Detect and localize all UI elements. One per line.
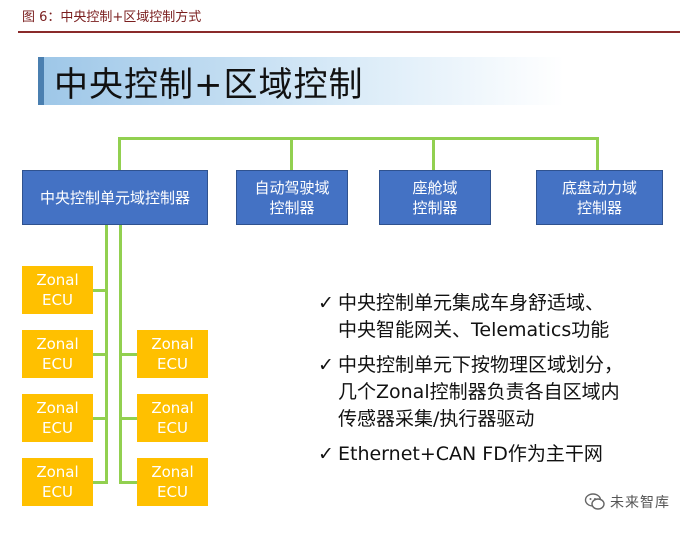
central-domain-controller: 中央控制单元域控制器 <box>22 170 208 225</box>
zonal-ecu: Zonal ECU <box>137 394 208 442</box>
zonal-ecu: Zonal ECU <box>22 330 93 378</box>
zonal-ecu: Zonal ECU <box>137 330 208 378</box>
connector-drop-adas <box>290 137 293 170</box>
connector-ecu-left-1 <box>93 289 108 292</box>
title-banner: 中央控制+区域控制 <box>38 57 564 105</box>
cockpit-domain-controller-label: 座舱域 控制器 <box>412 178 458 217</box>
zonal-ecu-label: Zonal ECU <box>151 399 194 437</box>
checkmark-icon: ✓ <box>318 292 334 314</box>
connector-ecu-left-2 <box>93 353 108 356</box>
chassis-powertrain-domain-controller: 底盘动力域 控制器 <box>536 170 663 225</box>
feature-text: 中央控制单元集成车身舒适域、 中央智能网关、Telematics功能 <box>338 292 610 341</box>
cockpit-domain-controller: 座舱域 控制器 <box>379 170 491 225</box>
feature-text: Ethernet+CAN FD作为主干网 <box>338 443 603 465</box>
chassis-powertrain-domain-controller-label: 底盘动力域 控制器 <box>561 178 637 217</box>
connector-top-horizontal <box>118 137 597 140</box>
connector-drop-central <box>118 137 121 170</box>
wechat-logo-icon <box>584 493 605 510</box>
adas-domain-controller-label: 自动驾驶域 控制器 <box>254 178 330 217</box>
diagram-title: 中央控制+区域控制 <box>54 64 364 105</box>
feature-item: ✓ Ethernet+CAN FD作为主干网 <box>318 441 688 468</box>
central-domain-controller-label: 中央控制单元域控制器 <box>39 188 190 207</box>
connector-drop-chassis <box>596 137 599 170</box>
connector-ecu-left-4 <box>93 481 108 484</box>
adas-domain-controller: 自动驾驶域 控制器 <box>236 170 348 225</box>
zonal-ecu: Zonal ECU <box>22 394 93 442</box>
zonal-ecu: Zonal ECU <box>22 458 93 506</box>
connector-ecu-right-1 <box>119 353 137 356</box>
zonal-ecu: Zonal ECU <box>22 266 93 314</box>
connector-ecu-right-2 <box>119 417 137 420</box>
feature-item: ✓ 中央控制单元下按物理区域划分， 几个Zonal控制器负责各自区域内 传感器采… <box>318 352 688 433</box>
zonal-ecu-label: Zonal ECU <box>36 271 79 309</box>
caption-divider <box>18 31 680 33</box>
zonal-ecu-label: Zonal ECU <box>151 463 194 501</box>
feature-list: ✓ 中央控制单元集成车身舒适域、 中央智能网关、Telematics功能 ✓ 中… <box>318 290 688 476</box>
checkmark-icon: ✓ <box>318 443 334 465</box>
zonal-ecu-label: Zonal ECU <box>151 335 194 373</box>
feature-item: ✓ 中央控制单元集成车身舒适域、 中央智能网关、Telematics功能 <box>318 290 688 344</box>
feature-text: 中央控制单元下按物理区域划分， 几个Zonal控制器负责各自区域内 传感器采集/… <box>338 354 624 430</box>
watermark-text: 未来智库 <box>610 495 670 511</box>
checkmark-icon: ✓ <box>318 354 334 376</box>
zonal-ecu-label: Zonal ECU <box>36 399 79 437</box>
watermark: 未来智库 <box>584 491 670 513</box>
zonal-ecu-label: Zonal ECU <box>36 463 79 501</box>
zonal-ecu-label: Zonal ECU <box>36 335 79 373</box>
connector-ecu-right-3 <box>119 481 137 484</box>
connector-drop-cockpit <box>432 137 435 170</box>
zonal-ecu: Zonal ECU <box>137 458 208 506</box>
connector-ecu-left-3 <box>93 417 108 420</box>
figure-caption: 图 6：中央控制+区域控制方式 <box>22 10 202 25</box>
